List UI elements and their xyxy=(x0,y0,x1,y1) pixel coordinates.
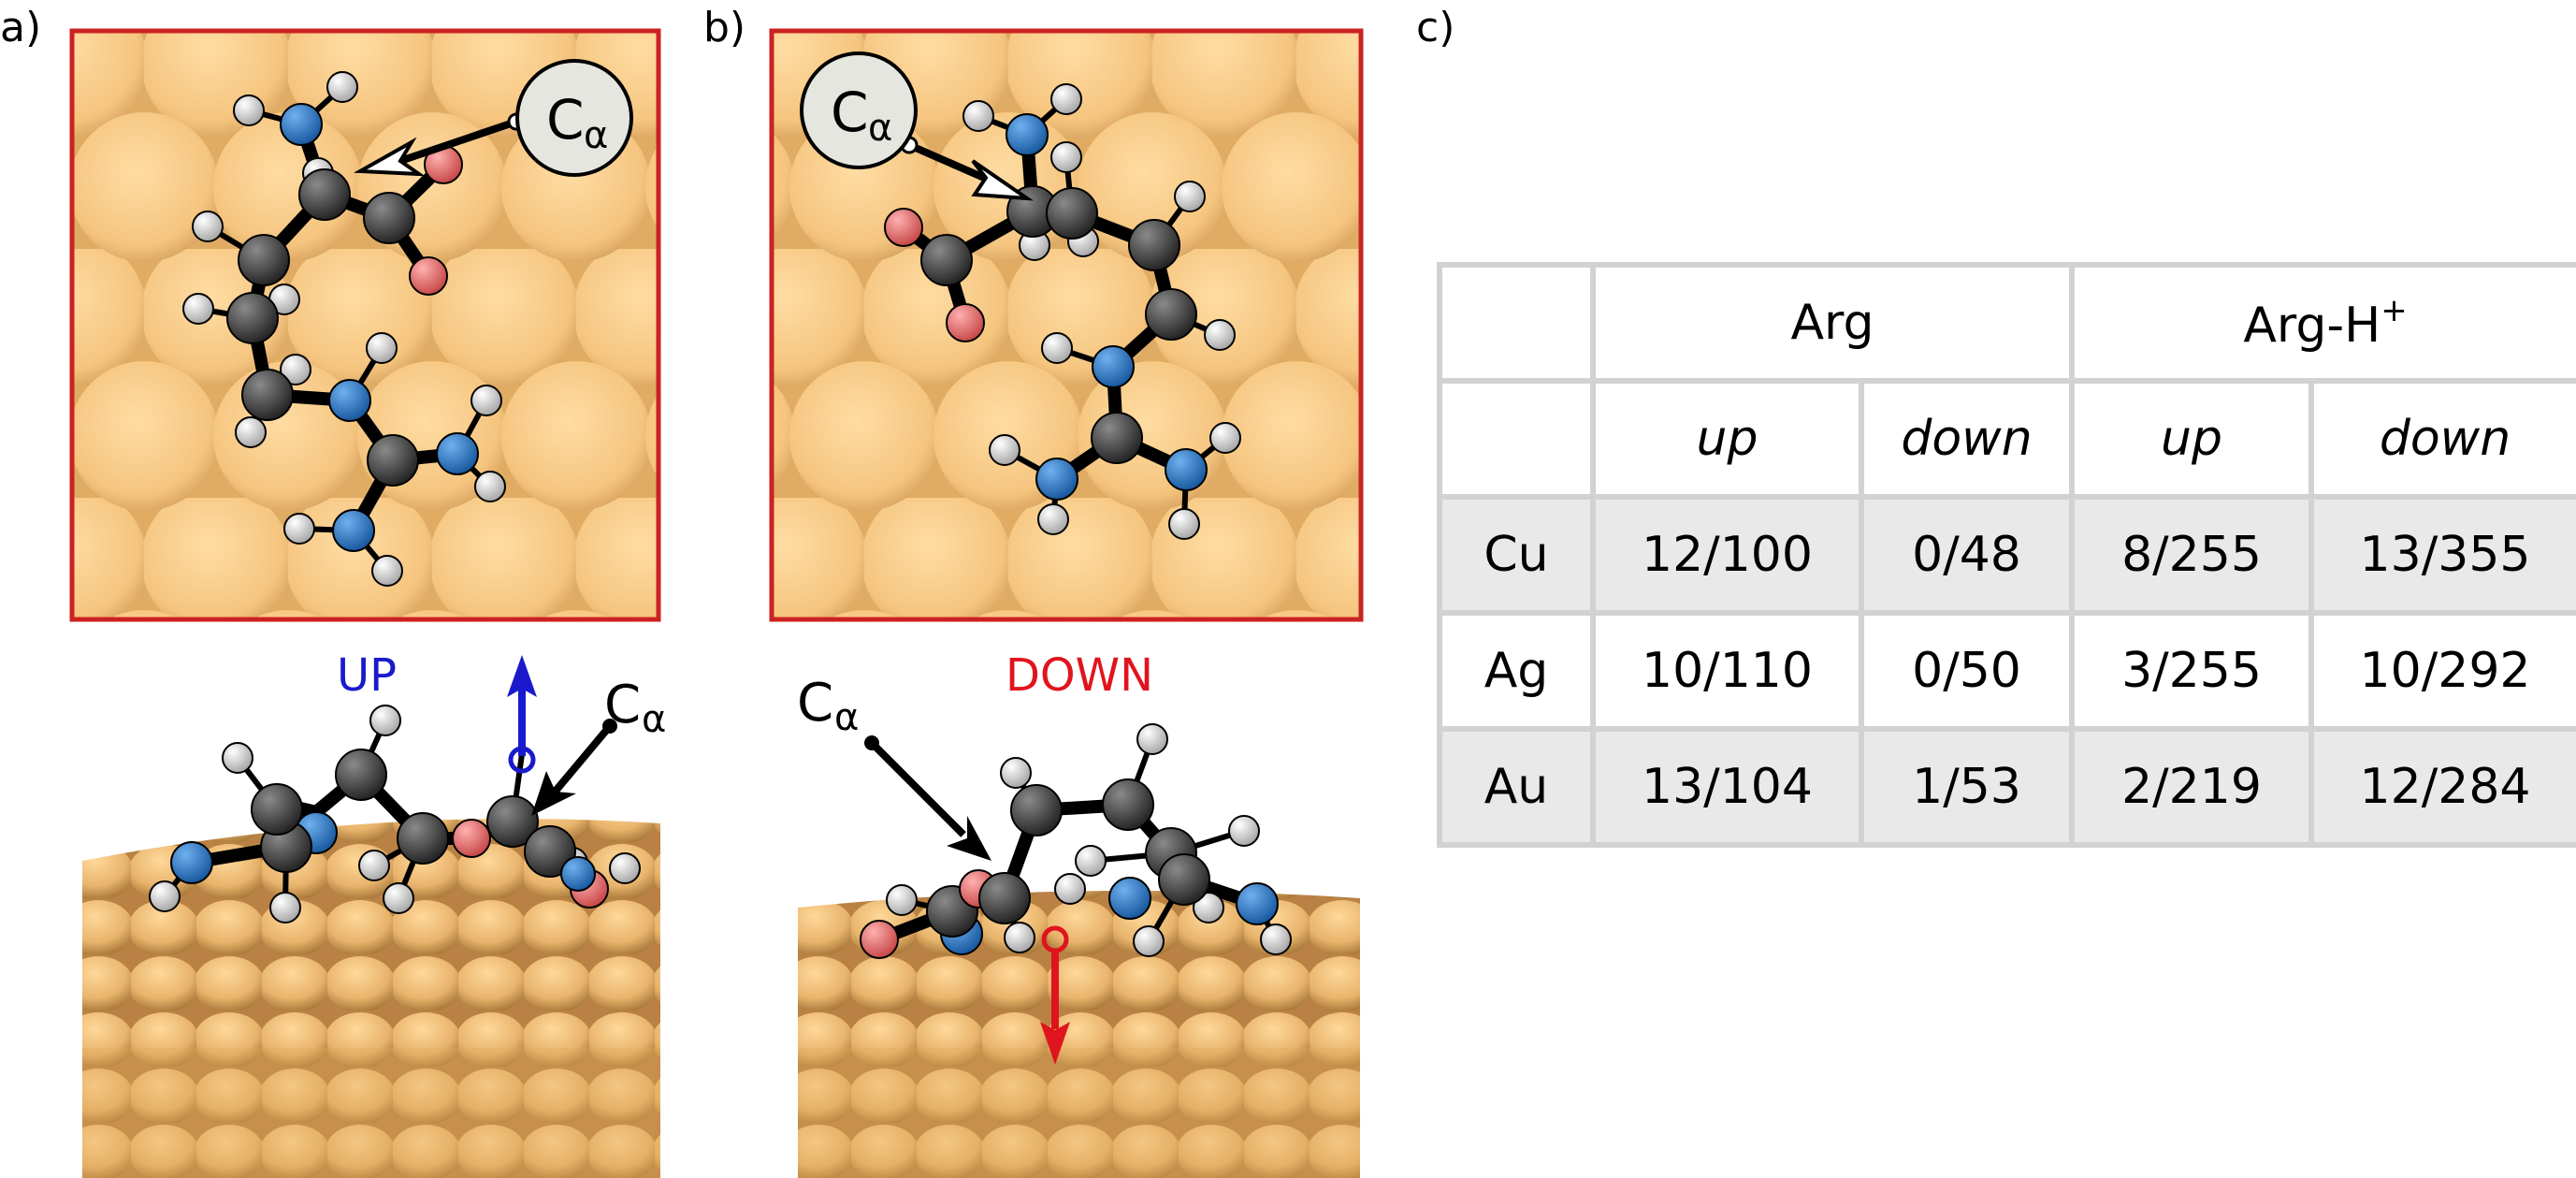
alpha-carbon-label-b: C xyxy=(831,80,869,144)
table-cell: 13/104 xyxy=(1590,726,1864,848)
subheader-arg-up: up xyxy=(1590,378,1864,500)
alpha-carbon-subscript-a-side: α xyxy=(642,698,666,741)
table-cell: 0/48 xyxy=(1858,494,2076,616)
metal-label: Ag xyxy=(1437,610,1596,732)
alpha-carbon-label-a-side: C xyxy=(604,675,641,735)
panel-a-side-view: C α UP xyxy=(82,649,666,1178)
panel-b-label: b) xyxy=(703,4,745,51)
panel-a-label: a) xyxy=(0,4,41,51)
subheader-argh-up: up xyxy=(2069,378,2315,500)
table-row: Ag 10/110 0/50 3/255 10/292 xyxy=(1437,610,2576,732)
down-direction-arrow xyxy=(1040,925,1070,1065)
subheader-argh-down: down xyxy=(2308,378,2576,500)
arginine-molecule-side-b xyxy=(860,723,1292,959)
table-cell: 12/100 xyxy=(1590,494,1864,616)
metal-label: Au xyxy=(1437,726,1596,848)
alpha-carbon-subscript-b-side: α xyxy=(834,696,859,739)
alpha-carbon-callout-b: C α xyxy=(800,51,918,169)
results-table: Arg Arg-H+ up down up down Cu 12/100 0/4… xyxy=(1437,262,2576,848)
metal-label: Cu xyxy=(1437,494,1596,616)
subheader-arg-down: down xyxy=(1858,378,2076,500)
alpha-carbon-label: C xyxy=(546,88,585,152)
table-cell: 0/50 xyxy=(1858,610,2076,732)
table-cell: 3/255 xyxy=(2069,610,2315,732)
table-cell: 2/219 xyxy=(2069,726,2315,848)
alpha-carbon-label-b-side: C xyxy=(797,673,833,734)
sub-header-row: up down up down xyxy=(1437,378,2576,500)
table-cell: 10/292 xyxy=(2308,610,2576,732)
alpha-carbon-subscript: α xyxy=(584,114,608,157)
alpha-carbon-callout-a: C α xyxy=(515,59,633,177)
up-label: UP xyxy=(337,649,397,702)
down-label: DOWN xyxy=(1006,649,1153,702)
group-header-row: Arg Arg-H+ xyxy=(1437,262,2576,384)
alpha-carbon-pointer-b-side xyxy=(864,735,991,861)
empty-corner-cell xyxy=(1437,262,1596,384)
panel-c-label: c) xyxy=(1416,4,1454,51)
empty-subheader-cell xyxy=(1437,378,1596,500)
alpha-carbon-subscript-b: α xyxy=(868,107,892,150)
superscript-plus: + xyxy=(2381,292,2408,329)
alpha-carbon-pointer-a-side xyxy=(531,719,617,816)
table-cell: 10/110 xyxy=(1590,610,1864,732)
results-table-container: Arg Arg-H+ up down up down Cu 12/100 0/4… xyxy=(1437,262,2576,848)
table-row: Cu 12/100 0/48 8/255 13/355 xyxy=(1437,494,2576,616)
table-row: Au 13/104 1/53 2/219 12/284 xyxy=(1437,726,2576,848)
arginine-molecule-top-b xyxy=(884,83,1241,540)
table-cell: 13/355 xyxy=(2308,494,2576,616)
table-cell: 1/53 xyxy=(1858,726,2076,848)
group-header-arg-h: Arg-H+ xyxy=(2069,262,2576,384)
arginine-molecule-side-a xyxy=(149,705,641,923)
panel-b-side-view: C α DOWN xyxy=(797,649,1360,1178)
table-cell: 12/284 xyxy=(2308,726,2576,848)
panel-a-top-view: C α xyxy=(69,28,661,622)
table-cell: 8/255 xyxy=(2069,494,2315,616)
arginine-molecule-top-a xyxy=(182,71,506,587)
group-header-arg: Arg xyxy=(1589,262,2076,384)
up-direction-arrow xyxy=(507,655,537,774)
panel-b-top-view: C α xyxy=(769,28,1364,622)
